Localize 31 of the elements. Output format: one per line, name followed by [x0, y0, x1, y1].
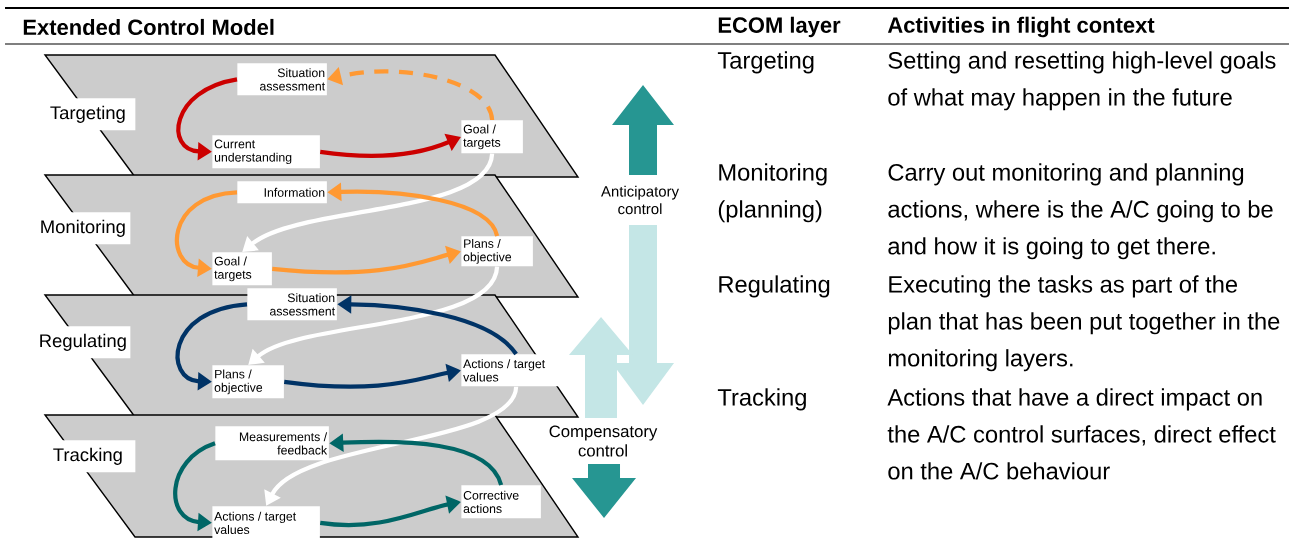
node-label: Actions / target values	[463, 359, 546, 382]
activity-description: Carry out monitoring and planning actions, where is the A/C going to be and how it is going to get there.	[888, 163, 1273, 260]
activity-description: Actions that have a direct impact on the A/C control surfaces, direct effect on the A/C behaviour	[887, 388, 1276, 480]
activity-description: Setting and resetting high-level goals of what may happen in the future	[888, 51, 1276, 111]
column-header: ECOM layer	[718, 16, 841, 38]
layer-name: Regulating	[719, 275, 830, 298]
text-box: Actions / target values	[461, 354, 571, 387]
column-header: Activities in flight context	[887, 16, 1155, 38]
arrow-label: Anticipatory control	[601, 185, 679, 215]
text-box: Measurements / feedback	[215, 426, 329, 461]
layer-label: Monitoring	[35, 212, 131, 245]
node-label: Actions / target values	[214, 511, 297, 535]
text-box: Information	[237, 181, 327, 204]
layer-label: Targeting	[40, 98, 136, 131]
text-box: Goal / targets	[461, 120, 523, 154]
text-box: Corrective actions	[461, 485, 541, 519]
arrow-label: Compensatory control	[542, 420, 664, 462]
arrow	[248, 266, 500, 365]
column-header: Extended Control Model	[23, 18, 274, 36]
text-box: Current understanding	[212, 135, 320, 169]
text-box: Situation assessment	[247, 288, 337, 321]
layer-label: Regulating	[35, 326, 131, 359]
arrow	[242, 153, 495, 252]
layer-name: Monitoring (planning)	[718, 163, 827, 223]
activity-description: Executing the tasks as part of the plan that has been put together in the monitoring layers.	[888, 275, 1280, 372]
text-box: Situation assessment	[237, 63, 327, 96]
layer-name: Tracking	[717, 388, 806, 411]
text-box: Plans / objective	[461, 236, 533, 267]
layer-label: Tracking	[40, 440, 136, 473]
text-box: Actions / target values	[212, 506, 320, 540]
layer-name: Targeting	[717, 51, 814, 74]
